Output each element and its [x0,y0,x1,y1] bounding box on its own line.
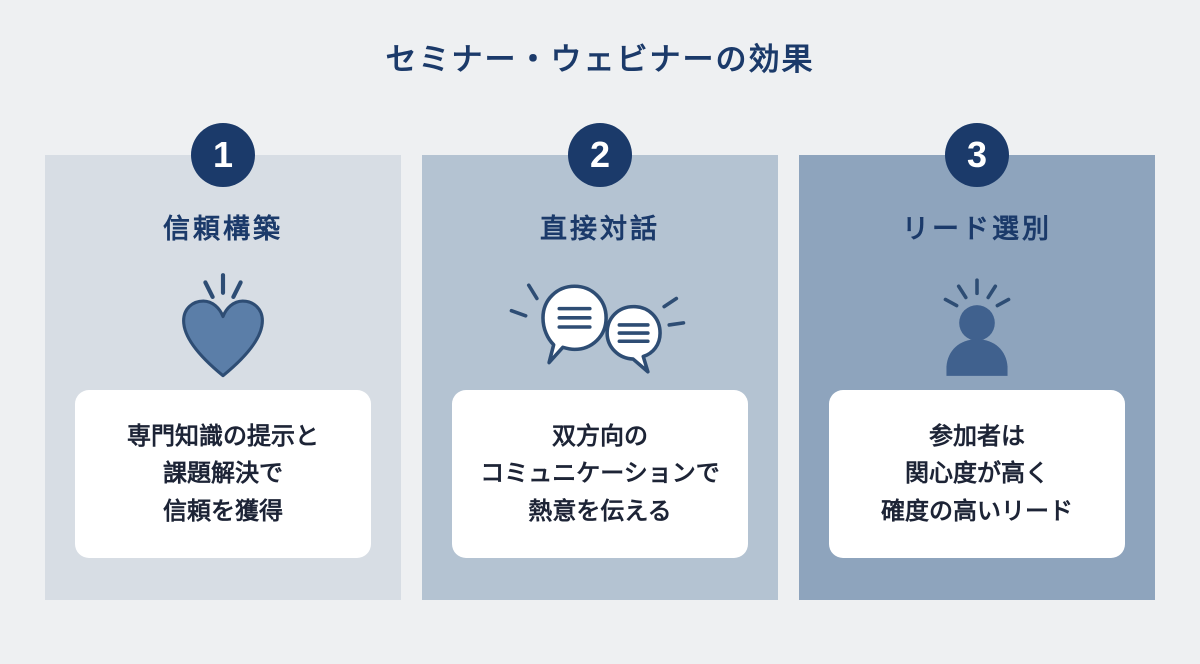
step-number-badge-1: 1 [191,123,255,187]
description-line: 熱意を伝える [528,497,672,525]
card-description-lead: 参加者は 関心度が高く 確度の高いリード [829,390,1125,558]
card-trust-building: 1 信頼構築 専門知識の提示と 課題解決で 信頼を獲得 [45,123,401,600]
description-line: 関心度が高く [905,460,1049,488]
card-title-dialogue: 直接対話 [540,214,660,244]
speech-bubbles-icon [422,262,778,394]
card-title-lead: リード選別 [902,214,1052,244]
description-line: 確度の高いリード [881,497,1073,525]
card-direct-dialogue: 2 直接対話 [422,123,778,600]
heart-icon [45,262,401,394]
description-line: 信頼を獲得 [163,497,283,525]
step-number-badge-2: 2 [568,123,632,187]
description-line: 参加者は [929,423,1025,451]
description-line: 双方向の [552,423,648,451]
step-number-badge-3: 3 [945,123,1009,187]
page-title: セミナー・ウェビナーの効果 [385,42,815,77]
description-line: 専門知識の提示と [127,423,319,451]
card-lead-selection: 3 リード選別 参加者は 関心度が高く 確度の高いリード [799,123,1155,600]
card-title-trust: 信頼構築 [163,214,283,244]
cards-row: 1 信頼構築 専門知識の提示と 課題解決で 信頼を獲得 2 直接対話 [0,123,1200,600]
person-icon [799,262,1155,394]
description-line: コミュニケーションで [480,460,720,488]
card-description-trust: 専門知識の提示と 課題解決で 信頼を獲得 [75,390,371,558]
card-description-dialogue: 双方向の コミュニケーションで 熱意を伝える [452,390,748,558]
description-line: 課題解決で [163,460,283,488]
